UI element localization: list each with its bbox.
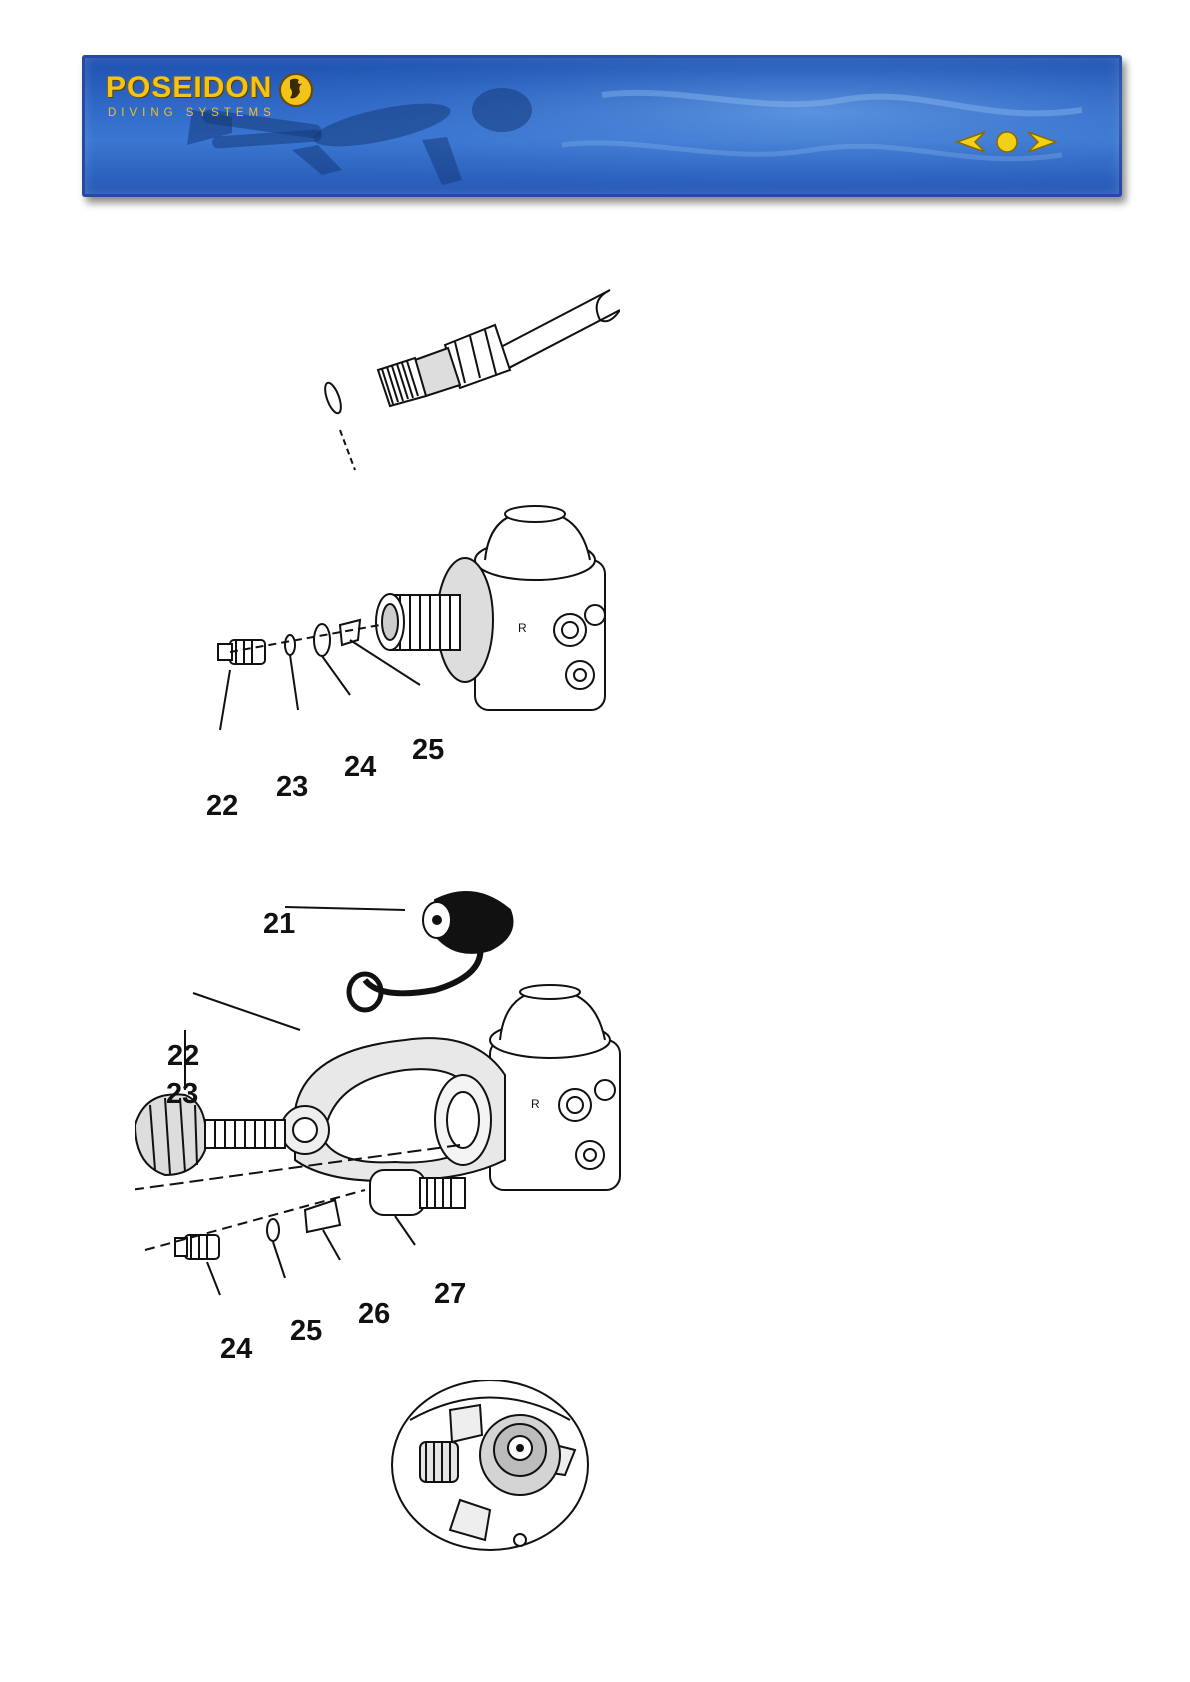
callout-yoke-23: 23 <box>166 1080 198 1109</box>
callout-yoke-27: 27 <box>434 1280 466 1309</box>
callout-25: 25 <box>412 736 444 765</box>
hose-connection-drawing <box>320 270 620 480</box>
callout-22: 22 <box>206 792 238 821</box>
header-banner: POSEIDON DIVING SYSTEMS <box>82 55 1122 197</box>
callout-yoke-26: 26 <box>358 1300 390 1329</box>
callout-yoke-25: 25 <box>290 1317 322 1346</box>
din-plug-assembly-drawing: R <box>200 500 620 820</box>
svg-text:R: R <box>518 621 527 635</box>
nav-next-arrow-icon[interactable] <box>1026 128 1060 156</box>
callout-yoke-22: 22 <box>167 1042 199 1071</box>
first-stage-end-view-drawing <box>390 1380 600 1565</box>
seahorse-emblem-icon <box>278 70 314 108</box>
callout-23: 23 <box>276 773 308 802</box>
callout-yoke-24: 24 <box>220 1335 252 1364</box>
nav-home-circle-icon[interactable] <box>992 128 1022 156</box>
brand-tagline: DIVING SYSTEMS <box>108 107 276 119</box>
callout-24: 24 <box>344 753 376 782</box>
yoke-assembly-drawing: R <box>135 880 625 1320</box>
brand-logo-text: POSEIDON <box>106 71 272 105</box>
svg-text:R: R <box>531 1097 540 1111</box>
nav-prev-arrow-icon[interactable] <box>953 128 987 156</box>
callout-21: 21 <box>263 910 295 939</box>
